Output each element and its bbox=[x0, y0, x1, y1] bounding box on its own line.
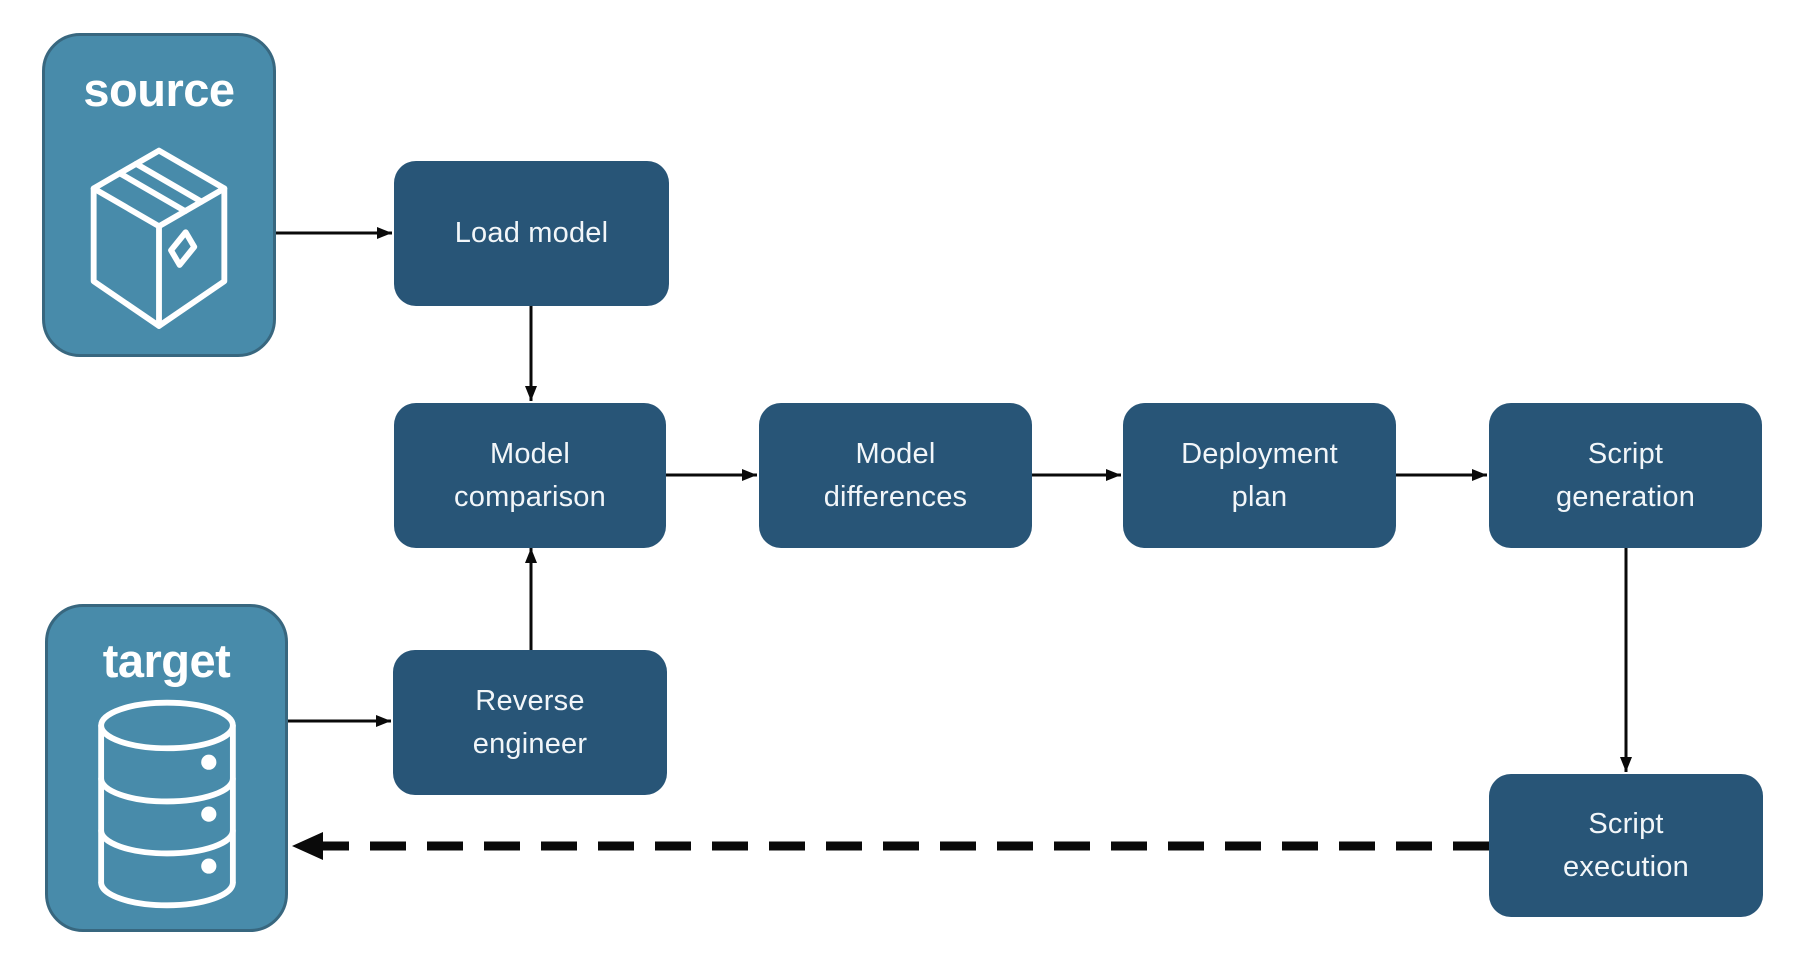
node-label: Script execution bbox=[1563, 808, 1689, 883]
source-container: source bbox=[42, 33, 276, 357]
node-model-comparison: Model comparison bbox=[394, 403, 666, 548]
source-label: source bbox=[83, 63, 235, 116]
target-label: target bbox=[102, 634, 231, 687]
node-label: Model comparison bbox=[454, 438, 606, 513]
node-label: Deployment plan bbox=[1181, 438, 1338, 513]
target-container: target bbox=[45, 604, 288, 932]
node-label: Script generation bbox=[1555, 438, 1696, 513]
node-label: Model differences bbox=[823, 438, 968, 513]
node-deployment-plan: Deployment plan bbox=[1123, 403, 1396, 548]
node-script-generation: Script generation bbox=[1489, 403, 1762, 548]
node-model-differences: Model differences bbox=[759, 403, 1032, 548]
package-icon bbox=[90, 147, 228, 329]
node-label: Reverse engineer bbox=[472, 685, 588, 760]
node-script-execution: Script execution bbox=[1489, 774, 1763, 917]
database-icon bbox=[97, 699, 236, 909]
node-reverse-engineer: Reverse engineer bbox=[393, 650, 667, 795]
node-label: Load model bbox=[454, 217, 609, 250]
node-load-model: Load model bbox=[394, 161, 669, 306]
